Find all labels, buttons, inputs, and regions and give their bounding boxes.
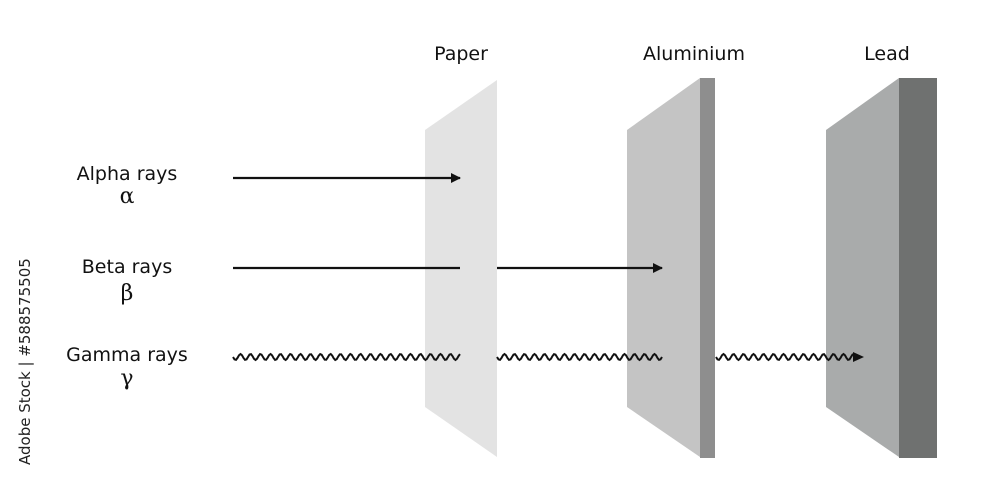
aluminium-label: Aluminium [643,43,745,65]
beta-rays-label: Beta rays [82,256,172,278]
gamma-rays-label: Gamma rays [66,344,188,366]
side-watermark-text: Adobe Stock | #588575505 [16,258,34,465]
alpha-symbol: α [120,184,135,209]
paper-sheet-front [425,80,497,457]
beta-symbol: β [121,281,134,306]
gamma-ray-segment-1 [232,352,461,362]
lead-sheet-edge [899,78,937,458]
paper-sheet [425,80,497,457]
gamma-ray-arrow [715,352,855,362]
lead-sheet [826,78,937,458]
gamma-symbol: γ [120,366,133,391]
alpha-rays-label: Alpha rays [77,163,178,185]
gamma-ray-arrowhead [853,352,864,362]
paper-label: Paper [434,43,488,65]
lead-label: Lead [864,43,910,65]
gamma-ray-segment-2 [496,352,663,362]
lead-sheet-front [826,78,899,457]
aluminium-sheet [627,78,715,458]
aluminium-sheet-front [627,78,700,457]
aluminium-sheet-edge [700,78,715,458]
